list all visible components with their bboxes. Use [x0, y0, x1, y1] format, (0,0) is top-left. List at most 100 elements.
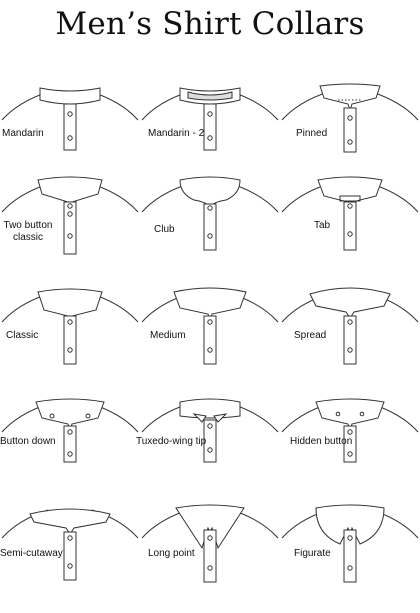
button	[67, 135, 73, 141]
collar-diagram-longpoint	[140, 498, 280, 613]
placket	[203, 103, 217, 151]
button	[347, 451, 353, 457]
placket	[343, 529, 357, 583]
collar-illustration	[141, 398, 279, 463]
placket	[63, 103, 77, 151]
collar-illustration	[281, 504, 419, 583]
button	[347, 203, 353, 209]
placket	[203, 203, 217, 251]
placket	[343, 201, 357, 251]
collar	[309, 287, 391, 319]
button	[207, 111, 213, 117]
collar-label: Button down	[0, 436, 56, 447]
button	[67, 211, 73, 217]
shoulder-left	[281, 91, 329, 121]
button	[207, 535, 213, 541]
collar	[315, 398, 385, 432]
collar-label: Figurate	[294, 548, 331, 559]
placket	[203, 419, 217, 463]
collar-illustration	[281, 287, 419, 365]
placket	[63, 531, 77, 581]
collar-label: Pinned	[296, 128, 328, 139]
button	[67, 203, 73, 209]
shoulder-right	[371, 91, 419, 121]
placket	[203, 315, 217, 365]
collar-label: Hidden button	[290, 436, 353, 447]
button	[207, 205, 213, 211]
collar-label: Tuxedo-wing tip	[136, 436, 207, 447]
collar-illustration	[141, 87, 279, 151]
button	[347, 231, 353, 237]
collar	[319, 83, 381, 112]
collar-diagram-club	[140, 172, 280, 287]
collar-diagram-mandarin2	[140, 80, 280, 195]
button	[359, 411, 365, 417]
collar-label: Spread	[294, 330, 327, 341]
collar-illustration	[1, 87, 139, 151]
collar-illustration	[141, 176, 279, 251]
collar-diagram-semicutaway	[0, 498, 140, 613]
collar-illustration	[1, 398, 139, 463]
collar	[179, 176, 241, 207]
collar-illustration	[1, 176, 139, 255]
placket	[63, 201, 77, 255]
button	[207, 347, 213, 353]
collar-label: Long point	[148, 548, 195, 559]
collar	[29, 508, 111, 535]
button	[49, 413, 55, 419]
collar-illustration	[1, 508, 139, 581]
collar-illustration	[281, 83, 419, 153]
collar-band	[179, 398, 241, 419]
collar-label: Tab	[314, 220, 331, 231]
collar-label: Medium	[150, 330, 186, 341]
page-title: Men’s Shirt Collars	[55, 6, 365, 42]
button	[347, 115, 353, 121]
collar-illustration	[1, 288, 139, 365]
collar-diagram-hidden	[280, 392, 420, 507]
button	[207, 423, 213, 429]
placket	[343, 425, 357, 463]
collar-diagram-tuxedo	[140, 392, 280, 507]
button	[207, 135, 213, 141]
collar-diagram-classic	[0, 282, 140, 397]
collar-inner	[187, 91, 233, 101]
collar-diagram-buttondown	[0, 392, 140, 507]
collar-diagram-figurate	[280, 498, 420, 613]
collar-illustration	[141, 287, 279, 365]
collar-diagram-pinned	[280, 80, 420, 195]
collar-diagram-medium	[140, 282, 280, 397]
button	[207, 565, 213, 571]
placket	[63, 425, 77, 463]
button	[207, 319, 213, 325]
collar-diagram-twobutton	[0, 172, 140, 287]
placket	[63, 315, 77, 365]
collar-illustration	[281, 398, 419, 463]
placket	[343, 315, 357, 365]
button	[335, 411, 341, 417]
button	[67, 111, 73, 117]
button	[67, 233, 73, 239]
button	[67, 319, 73, 325]
collar-illustration	[141, 504, 279, 583]
button	[67, 347, 73, 353]
button	[67, 429, 73, 435]
collar-label: Mandarin - 2	[148, 128, 205, 139]
button	[67, 535, 73, 541]
collar-label: Semi-cutaway	[0, 548, 63, 559]
collar	[315, 504, 385, 545]
button	[67, 563, 73, 569]
placket	[343, 107, 357, 153]
collar-diagram-mandarin	[0, 80, 140, 195]
button	[207, 447, 213, 453]
button	[347, 565, 353, 571]
collar-label: Mandarin	[2, 128, 44, 139]
wing-tips	[192, 413, 228, 423]
collar-illustration	[281, 176, 419, 251]
button	[347, 139, 353, 145]
button	[347, 429, 353, 435]
collar-label: Classic	[6, 330, 39, 341]
button	[207, 233, 213, 239]
collar-band	[39, 87, 101, 105]
button	[67, 451, 73, 457]
